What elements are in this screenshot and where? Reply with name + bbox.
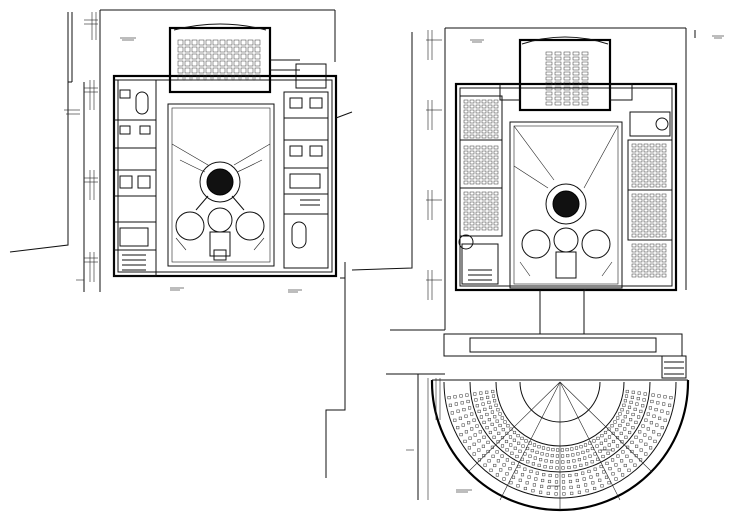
right-wing-walls xyxy=(458,95,673,285)
right-west-classrooms xyxy=(463,99,499,231)
left-floor-plan xyxy=(9,9,353,478)
right-site-lines xyxy=(351,27,696,500)
auditorium xyxy=(427,378,690,512)
right-central-atrium xyxy=(509,121,623,289)
left-lecture-seats xyxy=(177,39,261,81)
left-site-lines xyxy=(9,9,346,478)
left-east-wing xyxy=(283,91,353,269)
left-west-wing xyxy=(113,79,157,277)
right-column-grid xyxy=(426,30,442,300)
annotation-marks xyxy=(76,35,724,493)
right-corridor xyxy=(443,289,687,379)
right-lecture-seats xyxy=(545,51,589,106)
right-east-classrooms xyxy=(631,143,667,278)
left-central-atrium xyxy=(167,103,275,267)
auditorium-seats xyxy=(447,389,673,496)
right-floor-plan xyxy=(351,27,696,512)
auditorium-side-wall xyxy=(427,378,441,500)
auditorium-aisles xyxy=(467,381,653,510)
left-column-grid xyxy=(64,12,98,282)
